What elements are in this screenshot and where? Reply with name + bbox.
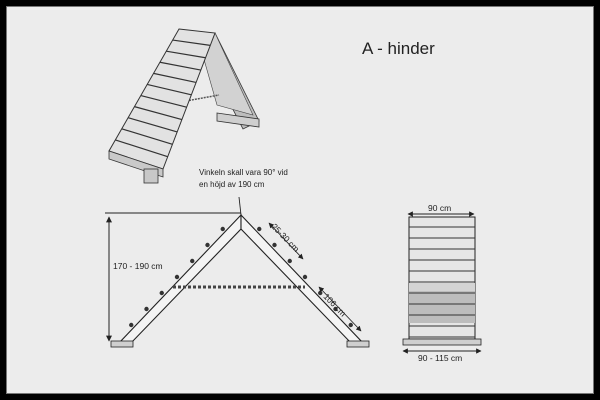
perspective-view (108, 28, 260, 184)
slat-dot (174, 274, 180, 280)
perspective-slat (147, 83, 192, 96)
slat-dot (129, 322, 134, 328)
perspective-slat (121, 128, 173, 145)
front-base (402, 338, 482, 346)
perspective-chain (185, 94, 220, 102)
slat-dot (287, 258, 292, 264)
left-ramp (117, 213, 242, 344)
right-ramp (240, 213, 365, 344)
perspective-foot (216, 112, 260, 128)
slat-dot (272, 242, 277, 248)
side-elevation (105, 196, 370, 348)
base-spread-label: 90 - 115 cm (418, 353, 462, 363)
slat-dot (190, 258, 195, 264)
front-view (402, 211, 482, 354)
ramp-shaded-band (409, 291, 475, 323)
angle-note-line1: Vinkeln skall vara 90° vid (199, 168, 288, 177)
slat-dot (348, 322, 353, 328)
angle-note-line2: en höjd av 190 cm (199, 180, 265, 189)
slat-dot (159, 290, 164, 296)
ramp-light-band (409, 283, 475, 291)
perspective-slat (166, 50, 206, 59)
perspective-front-foot (143, 168, 159, 184)
slat-spacing-label: 25-30 cm (270, 221, 302, 253)
slat-dot (302, 274, 308, 280)
slat-dots (129, 226, 353, 328)
perspective-slat (134, 106, 183, 121)
height-label: 170 - 190 cm (113, 261, 163, 271)
perspective-slat (153, 72, 197, 84)
diagram-title: A - hinder (362, 39, 435, 58)
perspective-slat (115, 139, 168, 158)
slat-dot (257, 226, 262, 232)
slat-dot (220, 226, 225, 232)
slat-dot (205, 242, 210, 248)
slat-spacing-arrow (268, 222, 304, 260)
perspective-slat (172, 39, 211, 46)
drawing-sheet: A - hinder (6, 6, 594, 394)
right-foot (346, 340, 370, 348)
front-slats (409, 226, 475, 338)
perspective-slat (127, 117, 178, 133)
lower-gap-arrow (318, 286, 362, 332)
slat-dot (144, 306, 149, 312)
apex-leader-line (238, 196, 242, 216)
ramp-width-label: 90 cm (428, 203, 451, 213)
perspective-slat (159, 61, 201, 71)
slat-dot (318, 290, 323, 296)
a-frame-drawing: Vinkeln skall vara 90° vid en höjd av 19… (105, 28, 482, 363)
perspective-slats (115, 39, 211, 158)
left-foot (110, 340, 134, 348)
perspective-slat (140, 94, 187, 108)
